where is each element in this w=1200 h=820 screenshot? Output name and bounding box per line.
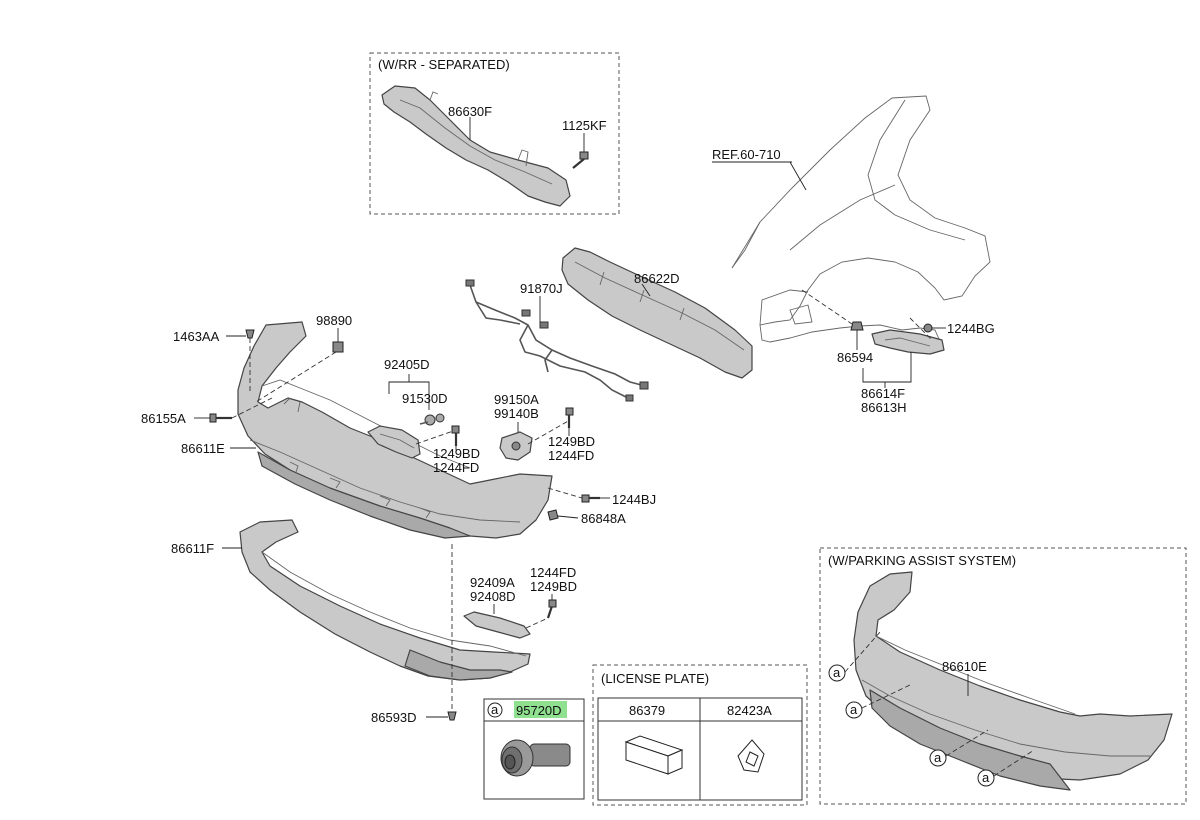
nut-98890[interactable] — [332, 328, 344, 353]
screw-1249bd-sensor[interactable] — [565, 407, 574, 436]
callout-a-sensor: a — [491, 702, 499, 717]
label-92405d: 92405D — [384, 357, 430, 372]
bumper-cover-86610e[interactable] — [853, 571, 1173, 791]
parking-assist-box: (W/PARKING ASSIST SYSTEM) 86610E a a a a — [819, 547, 1187, 805]
parking-sensor-95720d[interactable] — [500, 739, 571, 777]
callout-a-3: a — [934, 750, 942, 765]
wiring-harness-91870j[interactable]: 91870J — [465, 279, 649, 402]
bracket-99150a[interactable] — [499, 431, 533, 461]
pad-86379[interactable] — [624, 735, 684, 775]
label-98890: 98890 — [316, 313, 352, 328]
label-86379: 86379 — [629, 703, 665, 718]
callout-a-2: a — [850, 702, 858, 717]
label-86155a: 86155A — [141, 411, 186, 426]
screw-1244bj[interactable] — [581, 494, 610, 503]
label-1244fd-c: 1244FD — [530, 565, 576, 580]
label-1125kf: 1125KF — [562, 118, 607, 133]
label-86630f: 86630F — [448, 104, 492, 119]
label-1249bd-a: 1249BD — [433, 446, 480, 461]
clip-86593d[interactable] — [426, 711, 457, 721]
rr-separated-label: (W/RR - SEPARATED) — [378, 57, 510, 72]
screw-1244bg[interactable] — [923, 323, 946, 333]
clip-86594[interactable] — [850, 321, 864, 350]
bumper-side-bracket[interactable] — [871, 329, 945, 355]
label-86611e: 86611E — [181, 441, 225, 456]
label-86848a: 86848A — [581, 511, 626, 526]
label-86622d: 86622D — [634, 271, 680, 286]
label-1463aa: 1463AA — [173, 329, 220, 344]
label-86593d: 86593D — [371, 710, 417, 725]
lamp-92405d[interactable] — [367, 425, 421, 459]
license-plate-box: (LICENSE PLATE) 86379 82423A — [592, 664, 808, 806]
label-91530d: 91530D — [402, 391, 448, 406]
absorber-86622d[interactable]: 86622D — [561, 247, 753, 379]
license-plate-label: (LICENSE PLATE) — [601, 671, 709, 686]
label-86613h: 86613H — [861, 400, 907, 415]
label-99140b: 99140B — [494, 406, 539, 421]
label-82423a: 82423A — [727, 703, 772, 718]
label-1249bd-b: 1249BD — [548, 434, 595, 449]
screw-1125kf[interactable] — [572, 133, 589, 169]
sensor-box: a 95720D — [483, 698, 585, 800]
label-92409a: 92409A — [470, 575, 515, 590]
rr-separated-box: (W/RR - SEPARATED) 86630F 1125KF — [369, 52, 620, 215]
label-86614f: 86614F — [861, 386, 905, 401]
label-86611f: 86611F — [171, 541, 214, 556]
callout-a-4: a — [982, 770, 990, 785]
label-92408d: 92408D — [470, 589, 516, 604]
label-86594: 86594 — [837, 350, 873, 365]
bumper-cover-86611e[interactable] — [237, 321, 553, 539]
label-91870j: 91870J — [520, 281, 563, 296]
label-1249bd-c: 1249BD — [530, 579, 577, 594]
screw-86155a[interactable] — [194, 413, 232, 423]
clip-86848a[interactable] — [547, 509, 579, 521]
label-86610e: 86610E — [942, 659, 987, 674]
parking-assist-label: (W/PARKING ASSIST SYSTEM) — [828, 553, 1016, 568]
label-1244fd-b: 1244FD — [548, 448, 594, 463]
label-1244bj: 1244BJ — [612, 492, 656, 507]
bracket-86630f[interactable] — [381, 85, 571, 207]
socket-91530d[interactable] — [419, 413, 445, 426]
label-99150a: 99150A — [494, 392, 539, 407]
label-1244fd-a: 1244FD — [433, 460, 479, 475]
callout-a-1: a — [833, 665, 841, 680]
screw-1249bd-lamp[interactable] — [451, 425, 460, 450]
label-95720d: 95720D — [516, 703, 562, 718]
clip-1463aa[interactable] — [226, 329, 255, 339]
screw-1249bd-reflector[interactable] — [546, 594, 557, 619]
reflector-92409a[interactable] — [463, 611, 531, 639]
highlight-95720d — [514, 701, 567, 718]
label-1244bg: 1244BG — [947, 321, 995, 336]
label-ref-60-710: REF.60-710 — [712, 147, 781, 162]
lower-cover-86611f[interactable] — [239, 519, 531, 681]
cap-82423a[interactable] — [737, 739, 765, 773]
quarter-panel-ref: REF.60-710 — [712, 95, 991, 353]
